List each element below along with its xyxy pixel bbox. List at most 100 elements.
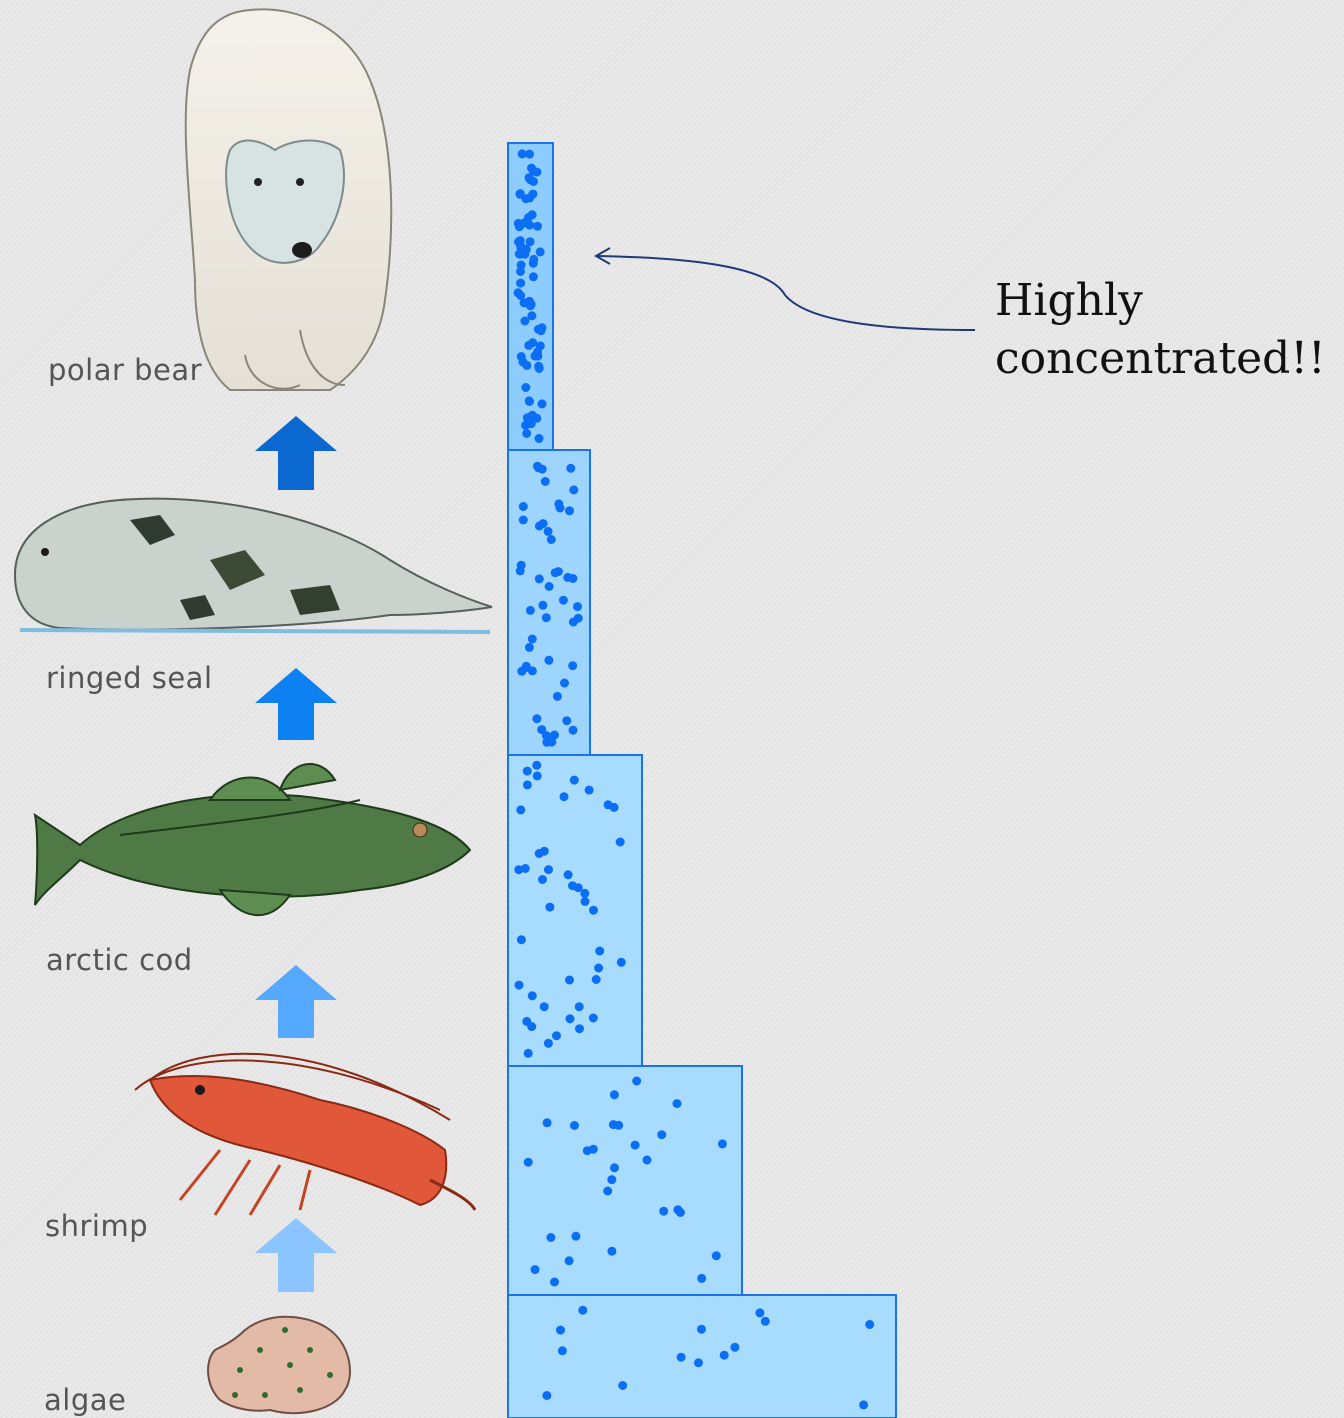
contaminant-dot [560, 792, 569, 801]
contaminant-dot [566, 1014, 575, 1023]
contaminant-dot [516, 267, 525, 276]
contaminant-dot [524, 1158, 533, 1167]
contaminant-dot [543, 1118, 552, 1127]
contaminant-dot [583, 1146, 592, 1155]
contaminant-dot [521, 864, 530, 873]
contaminant-dot [551, 568, 560, 577]
contaminant-dot [523, 767, 532, 776]
contaminant-dot [581, 897, 590, 906]
contaminant-dot [595, 947, 604, 956]
contaminant-dot [519, 358, 528, 367]
contaminant-dot [544, 865, 553, 874]
contaminant-dot [603, 1187, 612, 1196]
contaminant-dot [607, 1175, 616, 1184]
contaminant-dot [592, 975, 601, 984]
contaminant-dot [542, 1391, 551, 1400]
contaminant-dot [538, 601, 547, 610]
contaminant-dot [535, 522, 544, 531]
contaminant-dot [532, 714, 541, 723]
arctic-cod-image [35, 764, 470, 915]
contaminant-dot [570, 776, 579, 785]
contaminant-dot [537, 725, 546, 734]
contaminant-dot [544, 527, 553, 536]
contaminant-dot [524, 1049, 533, 1058]
contaminant-dot [697, 1325, 706, 1334]
contaminant-dot [515, 981, 524, 990]
contaminant-dot [550, 1278, 559, 1287]
contaminant-dot [618, 1381, 627, 1390]
contaminant-dot [859, 1400, 868, 1409]
contaminant-dot [617, 958, 626, 967]
contaminant-dot [516, 805, 525, 814]
contaminant-dot [535, 434, 544, 443]
contaminant-dot [515, 222, 524, 231]
contaminant-dot [553, 692, 562, 701]
contaminant-dot [527, 311, 536, 320]
contaminant-dot [518, 149, 527, 158]
contaminant-dot [524, 341, 533, 350]
contaminant-dot [533, 347, 542, 356]
contaminant-dot [755, 1308, 764, 1317]
contaminant-dot [657, 1130, 666, 1139]
contaminant-dot [594, 964, 603, 973]
contaminant-dot [560, 679, 569, 688]
contaminant-dot [544, 656, 553, 665]
contaminant-dot [564, 870, 573, 879]
callout-line-1: Highly [995, 272, 1326, 330]
contaminant-dot [527, 419, 536, 428]
contaminant-dot [528, 190, 537, 199]
contaminant-dot [532, 168, 541, 177]
label-ringed-seal: ringed seal [46, 661, 213, 695]
contaminant-dot [569, 618, 578, 627]
callout-text: Highly concentrated!! [995, 272, 1326, 388]
contaminant-dot [610, 1163, 619, 1172]
contaminant-dot [516, 190, 525, 199]
contaminant-dot [573, 602, 582, 611]
arrow-algae-to-shrimp [255, 1218, 337, 1292]
algae-image [208, 1317, 350, 1413]
contaminant-dot [565, 1256, 574, 1265]
contaminant-dot [614, 1121, 623, 1130]
contaminant-dot [519, 502, 528, 511]
contaminant-dot [677, 1353, 686, 1362]
contaminant-dot [585, 786, 594, 795]
contaminant-dot [673, 1205, 682, 1214]
callout-arrow [596, 248, 975, 330]
contaminant-dot [532, 761, 541, 770]
contaminant-dot [521, 383, 530, 392]
contaminant-dot [541, 477, 550, 486]
contaminant-dot [538, 465, 547, 474]
contaminant-dot [522, 429, 531, 438]
arrow-shrimp-to-cod [255, 965, 337, 1038]
contaminant-dot [632, 1077, 641, 1086]
contaminant-dot [516, 566, 525, 575]
contaminant-dot [525, 297, 534, 306]
contaminant-dot [718, 1139, 727, 1148]
contaminant-dot [527, 1022, 536, 1031]
contaminant-dot [556, 1326, 565, 1335]
contaminant-dot [697, 1274, 706, 1283]
contaminant-dot [538, 399, 547, 408]
label-arctic-cod: arctic cod [46, 943, 193, 977]
contaminant-dot [542, 738, 551, 747]
contaminant-dot [616, 838, 625, 847]
contaminant-dot [730, 1343, 739, 1352]
contaminant-dot [545, 582, 554, 591]
contaminant-dot [516, 291, 525, 300]
contaminant-dot [659, 1207, 668, 1216]
contaminant-dot [607, 1247, 616, 1256]
contaminant-dot [574, 883, 583, 892]
contaminant-dot [528, 635, 537, 644]
contaminant-dot [540, 1002, 549, 1011]
contaminant-dot [535, 849, 544, 858]
contaminant-dot [535, 574, 544, 583]
contaminant-dot [589, 906, 598, 915]
polar-bear-image [186, 9, 392, 390]
contaminant-dot [525, 397, 534, 406]
contaminant-dot [610, 1090, 619, 1099]
contaminant-dot [522, 662, 531, 671]
label-shrimp: shrimp [45, 1209, 148, 1243]
concentration-bar-shrimp [508, 1066, 742, 1295]
contaminant-dot [536, 247, 545, 256]
contaminant-dot [578, 1306, 587, 1315]
